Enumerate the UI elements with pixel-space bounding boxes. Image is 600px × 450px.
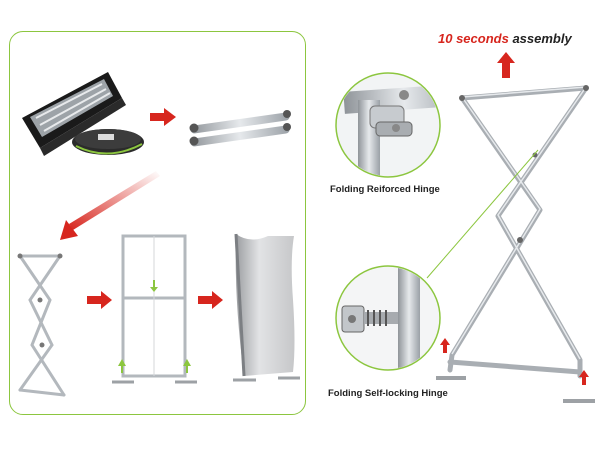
hinge-callout-line xyxy=(426,149,539,279)
headline-rest: assembly xyxy=(512,31,572,46)
red-up-arrow-icon xyxy=(579,370,589,385)
reinforced-hinge-caption: Folding Reiforced Hinge xyxy=(330,184,440,195)
folded-frame-image xyxy=(189,110,291,147)
red-up-arrow-icon xyxy=(497,52,515,78)
self-locking-hinge-detail xyxy=(335,265,441,371)
red-right-arrow-icon xyxy=(198,291,223,309)
diagonal-red-arrow-icon xyxy=(60,171,160,240)
reinforced-hinge-detail xyxy=(335,72,441,178)
headline-accent: 10 seconds xyxy=(438,31,509,46)
red-up-arrow-icon xyxy=(440,338,450,353)
green-arrow-icon xyxy=(150,280,158,292)
self-locking-hinge-caption: Folding Self-locking Hinge xyxy=(328,388,448,399)
fabric-banner-image xyxy=(233,233,300,382)
carry-bag-image xyxy=(22,72,144,156)
green-arrow-icon xyxy=(118,359,191,373)
red-right-arrow-icon xyxy=(150,108,176,126)
red-right-arrow-icon xyxy=(87,291,112,309)
assembly-steps-panel xyxy=(9,31,306,415)
rect-frame-image xyxy=(121,234,187,378)
x-frame-folded-image xyxy=(18,254,66,397)
assembly-headline: 10 seconds assembly xyxy=(438,31,572,46)
